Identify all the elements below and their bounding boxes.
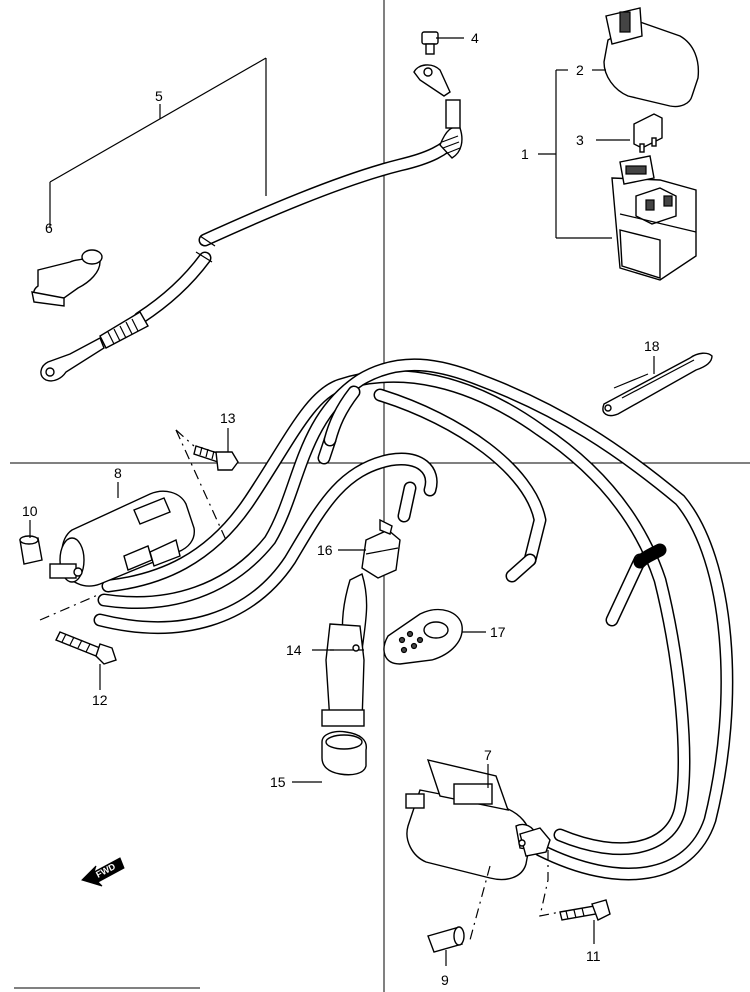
callout-14: 14 (286, 642, 302, 658)
callout-8: 8 (114, 465, 122, 481)
callout-7: 7 (484, 747, 492, 763)
spark-plug-cap-14 (321, 573, 368, 727)
cable-band-18 (602, 352, 713, 417)
bolt-12 (55, 631, 117, 665)
callout-10: 10 (22, 503, 38, 519)
callout-1: 1 (521, 146, 529, 162)
callout-5: 5 (155, 88, 163, 104)
bolt-11 (559, 899, 611, 921)
cushion-17 (383, 608, 463, 665)
callout-16: 16 (317, 542, 333, 558)
grommet-10 (19, 535, 43, 565)
coil7-dash-lines (469, 850, 561, 941)
callout-12: 12 (92, 692, 108, 708)
plug-cap-cover-15 (321, 730, 367, 776)
callout-2: 2 (576, 62, 584, 78)
callout-17: 17 (490, 624, 506, 640)
callout-13: 13 (220, 410, 236, 426)
grommet-9 (427, 926, 465, 953)
bolt-13 (193, 445, 239, 471)
fwd-arrow-icon: FWD (81, 857, 125, 887)
callout-3: 3 (576, 132, 584, 148)
bracket-5-6 (49, 57, 267, 228)
connector-16 (361, 518, 401, 579)
terminal-cap-6 (31, 249, 103, 307)
ignition-coil-7 (405, 759, 551, 881)
high-tension-leads (93, 358, 734, 881)
ignition-coil-8 (49, 490, 195, 587)
bracket-1 (538, 69, 630, 239)
battery-cable (40, 64, 463, 382)
callout-9: 9 (441, 972, 449, 988)
bolt-4 (421, 31, 439, 55)
mount-dash-lines (39, 429, 227, 621)
callout-4: 4 (471, 30, 479, 46)
callout-15: 15 (270, 774, 286, 790)
callout-18: 18 (644, 338, 660, 354)
leader-lines (29, 37, 655, 966)
starter-relay (603, 7, 700, 281)
callout-6: 6 (45, 220, 53, 236)
callout-11: 11 (586, 948, 601, 964)
